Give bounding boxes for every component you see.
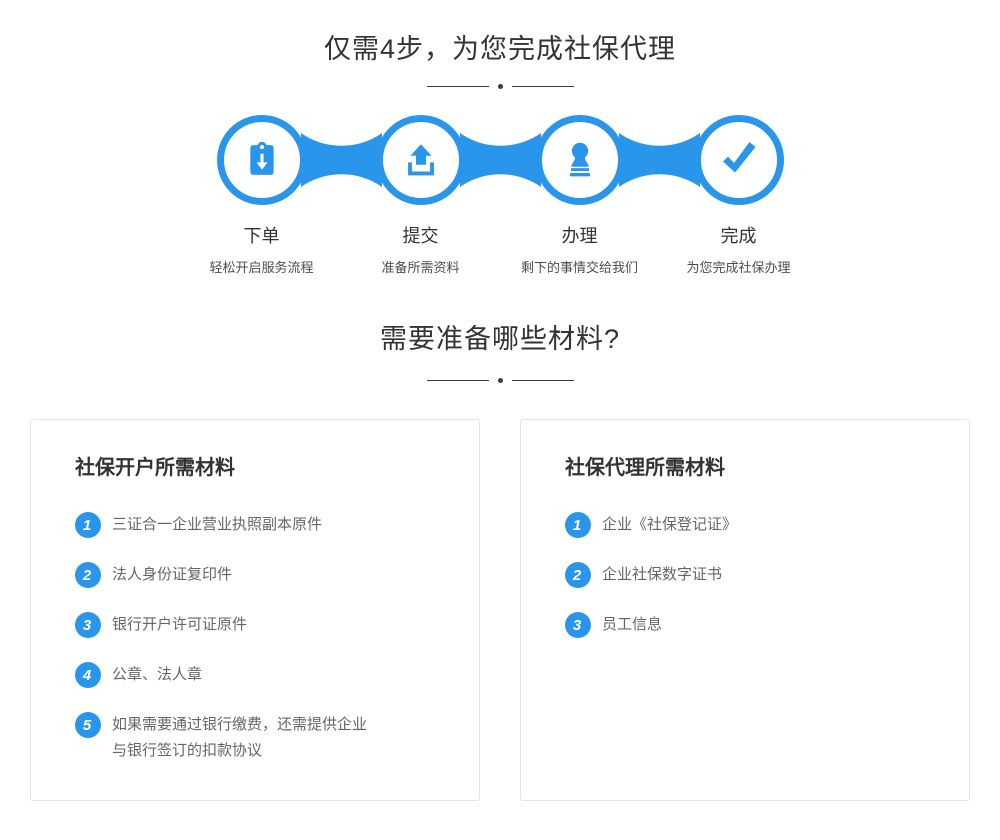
- step-label: 下单: [243, 226, 280, 247]
- list-item: 2 法人身份证复印件: [75, 562, 441, 589]
- card-title: 社保开户所需材料: [75, 457, 235, 480]
- clipboard-download-icon: [249, 141, 274, 175]
- list-item: 3 银行开户许可证原件: [75, 612, 441, 639]
- title-divider: [0, 378, 1000, 384]
- step-circle-submit: [375, 115, 466, 206]
- card-agency-materials: 社保代理所需材料 1 企业《社保登记证》 2 企业社保数字证书 3 员工信息: [520, 419, 970, 802]
- number-badge: 1: [565, 512, 591, 539]
- item-text: 公章、法人章: [112, 666, 203, 684]
- step-circle-order: [216, 115, 307, 206]
- number-badge: 1: [75, 512, 101, 539]
- list-item: 1 企业《社保登记证》: [565, 512, 931, 539]
- step-connector: [459, 133, 541, 188]
- item-text: 三证合一企业营业执照副本原件: [112, 516, 323, 534]
- step-process: 办理 剩下的事情交给我们: [500, 225, 659, 276]
- list-item: 5 如果需要通过银行缴费，还需提供企业 与银行签订的扣款协议: [75, 712, 441, 764]
- list-item: 4 公章、法人章: [75, 662, 441, 689]
- number-badge: 3: [565, 612, 591, 639]
- step-done: 完成 为您完成社保办理: [659, 225, 818, 276]
- materials-list: 1 企业《社保登记证》 2 企业社保数字证书 3 员工信息: [565, 512, 931, 639]
- list-item: 3 员工信息: [565, 612, 931, 639]
- card-title: 社保代理所需材料: [565, 457, 725, 480]
- divider-line: [511, 86, 574, 88]
- number-badge: 2: [75, 562, 101, 589]
- item-text: 如果需要通过银行缴费，还需提供企业 与银行签订的扣款协议: [112, 716, 368, 760]
- steps-labels: 下单 轻松开启服务流程 提交 准备所需资料 办理 剩下的事情交给我们 完成 为您…: [182, 225, 818, 276]
- number-badge: 2: [565, 562, 591, 589]
- number-badge: 4: [75, 662, 101, 689]
- divider-line: [426, 86, 489, 88]
- number-badge: 3: [75, 612, 101, 639]
- list-item: 1 三证合一企业营业执照副本原件: [75, 512, 441, 539]
- step-circle-done: [693, 115, 784, 206]
- step-label: 提交: [402, 226, 439, 247]
- item-text: 银行开户许可证原件: [112, 616, 248, 634]
- step-desc: 剩下的事情交给我们: [520, 260, 638, 276]
- step-connector: [300, 133, 382, 188]
- step-desc: 准备所需资料: [381, 260, 460, 276]
- materials-list: 1 三证合一企业营业执照副本原件 2 法人身份证复印件 3 银行开户许可证原件 …: [75, 512, 441, 764]
- stamp-icon: [569, 142, 590, 177]
- item-text: 企业社保数字证书: [602, 566, 723, 584]
- divider-line: [511, 380, 574, 382]
- step-label: 办理: [561, 226, 598, 247]
- check-icon: [722, 142, 755, 173]
- title-divider: [0, 84, 1000, 90]
- step-connector: [618, 133, 700, 188]
- list-item: 2 企业社保数字证书: [565, 562, 931, 589]
- step-desc: 轻松开启服务流程: [209, 260, 314, 276]
- step-submit: 提交 准备所需资料: [341, 225, 500, 276]
- divider-dot: [497, 84, 503, 90]
- card-account-opening-materials: 社保开户所需材料 1 三证合一企业营业执照副本原件 2 法人身份证复印件 3 银…: [30, 419, 480, 802]
- step-order: 下单 轻松开启服务流程: [182, 225, 341, 276]
- item-text: 员工信息: [602, 616, 663, 634]
- step-desc: 为您完成社保办理: [686, 260, 791, 276]
- step-label: 完成: [720, 226, 757, 247]
- item-text: 企业《社保登记证》: [602, 516, 738, 534]
- materials-section-title: 需要准备哪些材料?: [379, 324, 621, 355]
- steps-flow: [216, 115, 784, 206]
- number-badge: 5: [75, 712, 101, 739]
- divider-line: [426, 380, 489, 382]
- item-text: 法人身份证复印件: [112, 566, 233, 584]
- upload-icon: [407, 144, 434, 176]
- divider-dot: [497, 378, 503, 384]
- materials-cards: 社保开户所需材料 1 三证合一企业营业执照副本原件 2 法人身份证复印件 3 银…: [30, 419, 970, 802]
- steps-section-title: 仅需4步，为您完成社保代理: [323, 34, 676, 64]
- step-circle-process: [534, 115, 625, 206]
